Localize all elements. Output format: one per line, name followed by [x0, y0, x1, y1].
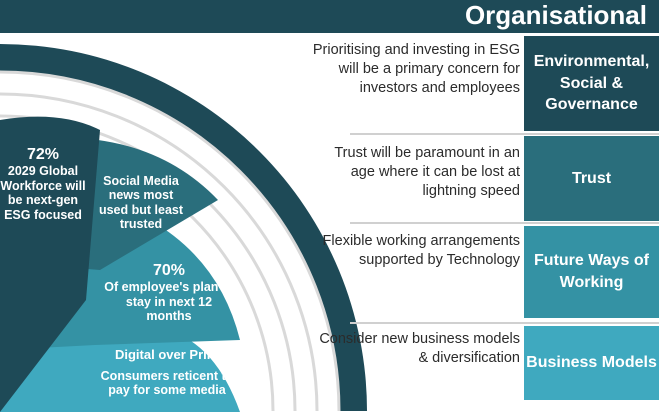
divider-1 [350, 133, 659, 135]
segment-1-pct: 72% [26, 146, 60, 163]
row-trust: Trust will be paramount in an age where … [310, 136, 659, 221]
divider-3 [350, 322, 659, 324]
segment-4-desc: Consumers reticent to pay for some media [100, 368, 234, 398]
row-business-models: Consider new business models & diversifi… [310, 326, 659, 400]
fan-segment-1 [0, 116, 100, 412]
row-future-work: Flexible working arrangements supported … [310, 226, 659, 318]
row-business-models-text: Consider new business models & diversifi… [319, 331, 520, 366]
row-trust-text: Trust will be paramount in an age where … [334, 145, 520, 199]
fan-segment-4 [0, 326, 240, 412]
fan-arc-grey-1 [0, 70, 341, 412]
segment-1-text: 72% 2029 Global Workforce will be next-g… [0, 146, 86, 222]
header-bar: Organisational [0, 0, 659, 33]
segment-4-title: Digital over Print [114, 347, 220, 362]
divider-2 [350, 222, 659, 224]
segment-3-text: 70% Of employee's plan to stay in next 1… [104, 262, 234, 324]
row-business-models-label: Business Models [524, 326, 659, 400]
row-future-work-text: Flexible working arrangements supported … [322, 233, 520, 268]
segment-2-desc: Social Media news most used but least tr… [98, 174, 184, 232]
segment-3-pct: 70% [152, 262, 186, 279]
segment-2-text: Social Media news most used but least tr… [96, 174, 186, 232]
segment-3-desc: Of employee's plan to stay in next 12 mo… [104, 280, 234, 324]
fan-arc-grey-2 [0, 92, 319, 412]
segment-1-desc: 2029 Global Workforce will be next-gen E… [0, 164, 86, 222]
page-title: Organisational [464, 0, 647, 30]
row-esg-text: Prioritising and investing in ESG will b… [312, 42, 520, 96]
row-esg-label: Environmental, Social & Governance [524, 36, 659, 131]
segment-4-text: Digital over Print Consumers reticent to… [90, 347, 244, 398]
row-trust-label: Trust [524, 136, 659, 221]
row-future-work-label: Future Ways of Working [524, 226, 659, 318]
fan-outer-band [0, 44, 367, 411]
row-esg: Prioritising and investing in ESG will b… [310, 36, 659, 131]
